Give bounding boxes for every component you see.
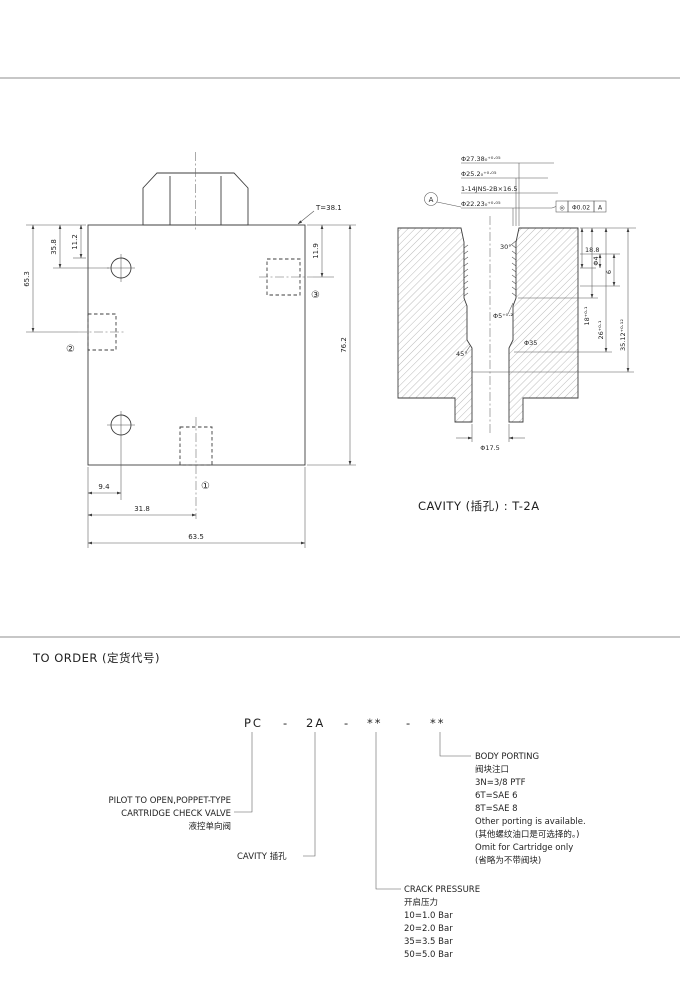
body-porting-block: BODY PORTING 阀块注口 3N=3/8 PTF 6T=SAE 6 8T…: [475, 752, 586, 866]
model-desc-line-3: 液控单向阀: [188, 821, 231, 832]
dim-26: 26⁺⁰·¹: [597, 320, 605, 339]
dim-dia-27-38: Φ27.38₀⁺⁰·⁰⁵: [461, 155, 501, 163]
code-model: PC: [244, 716, 263, 730]
dim-dia-5: Φ5⁺⁰·²: [493, 312, 513, 320]
angle-30: 30°: [500, 243, 512, 251]
thread-right: [511, 244, 517, 297]
port-1-label: ①: [201, 481, 210, 492]
body-porting-note-1: Other porting is available.: [475, 817, 586, 827]
crack-pressure-option-4: 50=5.0 Bar: [404, 950, 453, 960]
angle-45: 45°: [456, 350, 468, 358]
dim-63-5: 63.5: [188, 533, 204, 541]
model-desc-line-2: CARTRIDGE CHECK VALVE: [121, 809, 231, 819]
dim-t-label: T=38.1: [315, 204, 342, 212]
model-description: PILOT TO OPEN,POPPET-TYPE CARTRIDGE CHEC…: [109, 796, 232, 832]
crack-pressure-title: CRACK PRESSURE: [404, 885, 480, 895]
dim-9-4: 9.4: [98, 483, 110, 491]
cavity-bore-callouts: 30° Φ5⁺⁰·² 45° Φ35 Φ17.5: [456, 239, 537, 452]
crack-pressure-block: CRACK PRESSURE 开启压力 10=1.0 Bar 20=2.0 Ba…: [404, 885, 480, 960]
body-porting-title-cn: 阀块注口: [475, 764, 509, 775]
thread-left: [463, 244, 469, 297]
valve-body-drawing: T=38.1 ② ③ ① 65.3 35.8 11.2: [23, 152, 356, 548]
body-porting-note-2: Omit for Cartridge only: [475, 843, 573, 853]
page-rules: [0, 77, 680, 638]
body-porting-option-3: 8T=SAE 8: [475, 804, 518, 814]
body-porting-title: BODY PORTING: [475, 752, 539, 762]
order-code: PC - 2A - ** - **: [244, 716, 446, 730]
order-section: TO ORDER (定货代号) PC - 2A - ** - ** PILOT …: [32, 651, 586, 960]
body-porting-note-1-cn: (其他螺纹油口是可选择的。): [475, 829, 579, 840]
dim-11-9: 11.9: [312, 243, 320, 259]
crack-pressure-option-3: 35=3.5 Bar: [404, 937, 453, 947]
fcf-datum: A: [598, 205, 603, 212]
datum-label: A: [429, 196, 434, 204]
port-3-label: ③: [311, 290, 320, 301]
order-title: TO ORDER (定货代号): [32, 651, 160, 665]
cavity-section-right: [508, 227, 579, 423]
code-cavity: 2A: [306, 716, 325, 730]
body-porting-option-2: 6T=SAE 6: [475, 791, 518, 801]
cavity-section-left: [397, 227, 473, 423]
crack-pressure-title-cn: 开启压力: [404, 897, 438, 908]
dim-65-3: 65.3: [23, 271, 31, 287]
fcf-symbol: ◎: [559, 205, 564, 212]
cavity-drawing: Φ27.38₀⁺⁰·⁰⁵ Φ25.2₀⁺⁰·⁰⁵ 1-14JNS-2B×16.5…: [397, 155, 636, 513]
dim-dia-35: Φ35: [524, 339, 537, 347]
cavity-top-callouts: Φ27.38₀⁺⁰·⁰⁵ Φ25.2₀⁺⁰·⁰⁵ 1-14JNS-2B×16.5…: [424, 155, 607, 226]
dim-76-2: 76.2: [340, 337, 348, 353]
cavity-depth-dimensions: 18.8 Φ4 6 18⁺⁰·¹ 26⁺⁰·¹ 35.12⁺⁰·¹²: [509, 227, 636, 373]
body-porting-option-1: 3N=3/8 PTF: [475, 778, 526, 788]
body-porting-note-2-cn: (省略为不带阀块): [475, 855, 541, 866]
dim-dia-22-23: Φ22.23₀⁺⁰·⁰⁵: [461, 200, 501, 208]
code-crack-pressure: **: [367, 716, 383, 730]
dim-18: 18⁺⁰·¹: [583, 306, 591, 325]
fcf-tolerance: Φ0.02: [572, 205, 590, 212]
dim-dia-17-5: Φ17.5: [480, 444, 500, 452]
cavity-code-label: CAVITY 插孔: [237, 851, 287, 862]
dim-dia-4: Φ4: [592, 256, 600, 265]
crack-pressure-option-2: 20=2.0 Bar: [404, 924, 453, 934]
code-sep-2: -: [344, 716, 350, 730]
cavity-caption: CAVITY (插孔) : T-2A: [418, 499, 540, 513]
datum-flag: [424, 192, 438, 206]
dim-35-12: 35.12⁺⁰·¹²: [619, 319, 627, 351]
dim-11-2: 11.2: [71, 234, 79, 250]
valve-body-outline: [87, 224, 306, 466]
order-leaders: [234, 732, 471, 890]
dim-35-8: 35.8: [50, 239, 58, 255]
dim-6: 6: [605, 270, 613, 274]
dim-dia-25-2: Φ25.2₀⁺⁰·⁰⁵: [461, 170, 497, 178]
dim-31-8: 31.8: [134, 505, 150, 513]
port-2-label: ②: [66, 344, 75, 355]
model-desc-line-1: PILOT TO OPEN,POPPET-TYPE: [109, 796, 232, 806]
feature-control-frame: ◎ Φ0.02 A: [551, 200, 607, 213]
code-porting: **: [430, 716, 446, 730]
valve-dimensions: 65.3 35.8 11.2 11.9 76.2 9.4 31.8 63.5: [23, 224, 356, 548]
code-sep-3: -: [406, 716, 412, 730]
code-sep-1: -: [283, 716, 289, 730]
dim-thread-spec: 1-14JNS-2B×16.5: [461, 185, 518, 193]
port-2-outline: [87, 313, 117, 351]
crack-pressure-option-1: 10=1.0 Bar: [404, 911, 453, 921]
